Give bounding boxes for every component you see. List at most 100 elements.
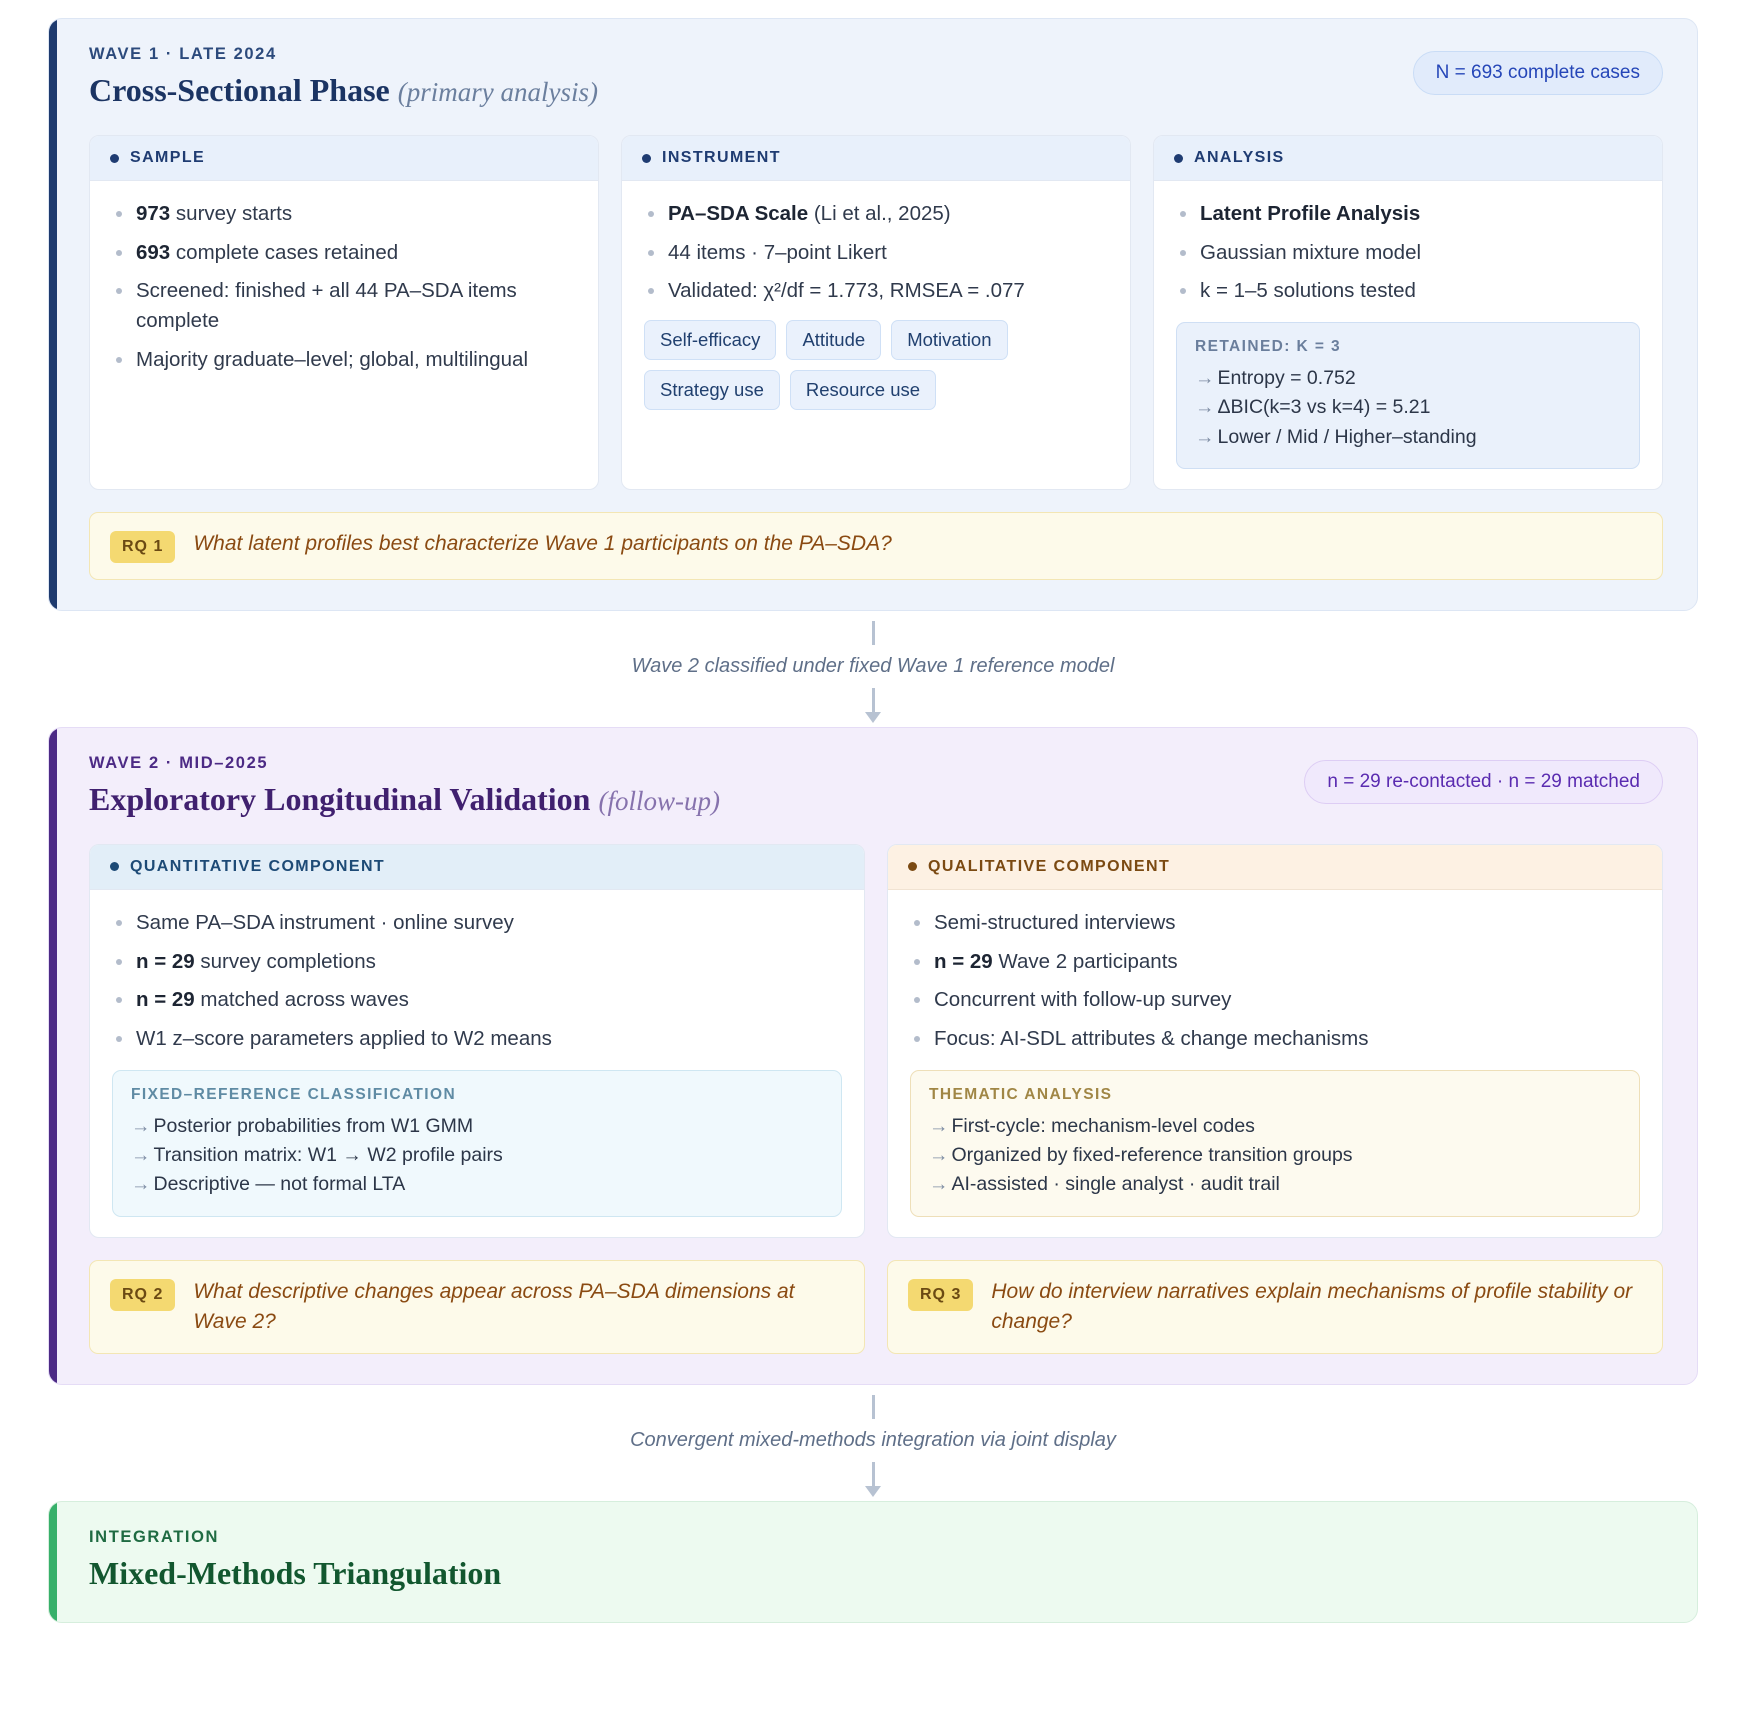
rq3-banner: RQ 3 How do interview narratives explain… <box>887 1259 1663 1355</box>
thematic-note-line: →Organized by fixed-reference transition… <box>929 1141 1621 1170</box>
list-item: W1 z–score parameters applied to W2 mean… <box>112 1024 842 1054</box>
card-instrument-body: PA–SDA Scale (Li et al., 2025) 44 items … <box>622 181 1130 489</box>
card-analysis-header: ANALYSIS <box>1154 136 1662 181</box>
connector-line <box>871 1395 875 1420</box>
list-item: Screened: finished + all 44 PA–SDA items… <box>112 276 576 335</box>
wave2-title: Exploratory Longitudinal Validation (fol… <box>89 781 720 818</box>
fixed-reference-note-title: FIXED–REFERENCE CLASSIFICATION <box>131 1085 457 1103</box>
integration-phase-block: INTEGRATION Mixed-Methods Triangulation <box>48 1501 1698 1624</box>
arrow-icon: → <box>929 1144 949 1167</box>
card-quantitative-header: QUANTITATIVE COMPONENT <box>90 844 864 890</box>
card-qualitative-title: QUALITATIVE COMPONENT <box>928 857 1171 875</box>
wave2-rq-row: RQ 2 What descriptive changes appear acr… <box>89 1259 1663 1355</box>
rq1-banner: RQ 1 What latent profiles best character… <box>89 511 1663 580</box>
bullet-dot-icon <box>908 862 917 872</box>
card-sample-list: 973 survey starts 693 complete cases ret… <box>112 199 576 375</box>
card-analysis-body: Latent Profile Analysis Gaussian mixture… <box>1154 181 1662 489</box>
study-design-flow: WAVE 1 · LATE 2024 Cross-Sectional Phase… <box>48 18 1698 1624</box>
integration-title: Mixed-Methods Triangulation <box>89 1555 502 1592</box>
card-qualitative-header: QUALITATIVE COMPONENT <box>888 844 1662 890</box>
wave1-cards: SAMPLE 973 survey starts 693 complete ca… <box>89 135 1663 490</box>
thematic-note-line: →AI-assisted · single analyst · audit tr… <box>929 1170 1621 1199</box>
list-item: n = 29 survey completions <box>112 947 842 977</box>
chip-resource-use: Resource use <box>789 370 937 411</box>
card-analysis-title: ANALYSIS <box>1194 149 1285 166</box>
list-item: Majority graduate–level; global, multili… <box>112 345 576 375</box>
rq1-text: What latent profiles best characterize W… <box>193 531 892 555</box>
arrow-down-icon <box>865 711 881 723</box>
wave1-accent-rail <box>49 19 57 610</box>
integration-eyebrow: INTEGRATION <box>89 1528 220 1547</box>
card-quantitative: QUANTITATIVE COMPONENT Same PA–SDA instr… <box>89 843 865 1238</box>
card-qualitative-list: Semi-structured interviews n = 29 Wave 2… <box>910 908 1640 1054</box>
list-item: Latent Profile Analysis <box>1176 199 1640 229</box>
rq3-tag: RQ 3 <box>908 1278 974 1311</box>
card-quantitative-list: Same PA–SDA instrument · online survey n… <box>112 908 842 1054</box>
wave1-title: Cross-Sectional Phase (primary analysis) <box>89 72 598 109</box>
retained-note-line: →Lower / Mid / Higher–standing <box>1195 423 1621 452</box>
list-item: Gaussian mixture model <box>1176 238 1640 268</box>
card-instrument: INSTRUMENT PA–SDA Scale (Li et al., 2025… <box>621 135 1131 490</box>
chip-attitude: Attitude <box>786 320 882 361</box>
arrow-icon: → <box>131 1144 151 1167</box>
card-qualitative: QUALITATIVE COMPONENT Semi-structured in… <box>887 843 1663 1238</box>
wave2-cards: QUANTITATIVE COMPONENT Same PA–SDA instr… <box>89 843 1663 1238</box>
bullet-dot-icon <box>642 153 651 163</box>
retained-solution-note: RETAINED: K = 3 →Entropy = 0.752 →ΔBIC(k… <box>1176 322 1640 469</box>
list-item: 973 survey starts <box>112 199 576 229</box>
wave2-sample-badge: n = 29 re-contacted · n = 29 matched <box>1304 759 1663 804</box>
card-instrument-title: INSTRUMENT <box>662 149 781 166</box>
instrument-dimension-chips: Self-efficacy Attitude Motivation Strate… <box>644 320 1108 411</box>
card-sample-body: 973 survey starts 693 complete cases ret… <box>90 181 598 489</box>
card-quantitative-title: QUANTITATIVE COMPONENT <box>130 857 386 875</box>
chip-strategy-use: Strategy use <box>644 370 780 411</box>
fixed-reference-note: FIXED–REFERENCE CLASSIFICATION →Posterio… <box>112 1069 842 1217</box>
rq2-text: What descriptive changes appear across P… <box>193 1279 795 1333</box>
chip-self-efficacy: Self-efficacy <box>644 320 777 361</box>
integration-accent-rail <box>49 1502 57 1623</box>
wave2-phase-block: WAVE 2 · MID–2025 Exploratory Longitudin… <box>48 726 1698 1386</box>
rq3-text: How do interview narratives explain mech… <box>991 1279 1633 1333</box>
connector-line <box>871 620 875 645</box>
fixed-reference-note-line: →Posterior probabilities from W1 GMM <box>131 1112 823 1141</box>
retained-note-line: →Entropy = 0.752 <box>1195 364 1621 393</box>
wave2-eyebrow: WAVE 2 · MID–2025 <box>89 753 269 772</box>
list-item: n = 29 Wave 2 participants <box>910 947 1640 977</box>
wave1-header: WAVE 1 · LATE 2024 Cross-Sectional Phase… <box>89 45 1663 109</box>
wave1-rq-row: RQ 1 What latent profiles best character… <box>89 511 1663 580</box>
connector-label: Convergent mixed-methods integration via… <box>630 1429 1116 1452</box>
arrow-icon: → <box>929 1173 949 1196</box>
arrow-icon: → <box>131 1114 151 1137</box>
thematic-note-title: THEMATIC ANALYSIS <box>929 1085 1113 1103</box>
connector-wave2-to-integration: Convergent mixed-methods integration via… <box>48 1385 1698 1501</box>
card-qualitative-body: Semi-structured interviews n = 29 Wave 2… <box>888 890 1662 1237</box>
arrow-icon: → <box>131 1173 151 1196</box>
rq2-tag: RQ 2 <box>110 1278 176 1311</box>
wave1-sample-badge: N = 693 complete cases <box>1412 51 1663 95</box>
list-item: n = 29 matched across waves <box>112 985 842 1015</box>
wave2-title-main: Exploratory Longitudinal Validation <box>89 780 591 817</box>
card-sample-title: SAMPLE <box>130 149 206 166</box>
list-item: 693 complete cases retained <box>112 238 576 268</box>
wave1-eyebrow: WAVE 1 · LATE 2024 <box>89 45 277 63</box>
wave1-title-subtitle: (primary analysis) <box>397 77 598 107</box>
rq2-banner: RQ 2 What descriptive changes appear acr… <box>89 1259 865 1355</box>
list-item: Validated: χ²/df = 1.773, RMSEA = .077 <box>644 276 1108 306</box>
card-sample-header: SAMPLE <box>90 136 598 181</box>
card-analysis-list: Latent Profile Analysis Gaussian mixture… <box>1176 199 1640 306</box>
retained-note-line: →ΔBIC(k=3 vs k=4) = 5.21 <box>1195 393 1621 422</box>
arrow-down-icon <box>865 1486 881 1498</box>
connector-wave1-to-wave2: Wave 2 classified under fixed Wave 1 ref… <box>48 611 1698 727</box>
chip-motivation: Motivation <box>891 320 1008 361</box>
arrow-icon: → <box>1195 367 1215 390</box>
card-sample: SAMPLE 973 survey starts 693 complete ca… <box>89 135 599 490</box>
fixed-reference-note-line: →Transition matrix: W1 → W2 profile pair… <box>131 1141 823 1170</box>
retained-note-title: RETAINED: K = 3 <box>1195 338 1342 356</box>
wave1-phase-block: WAVE 1 · LATE 2024 Cross-Sectional Phase… <box>48 18 1698 611</box>
connector-label: Wave 2 classified under fixed Wave 1 ref… <box>631 654 1115 677</box>
card-instrument-header: INSTRUMENT <box>622 136 1130 181</box>
list-item: Concurrent with follow-up survey <box>910 985 1640 1015</box>
list-item: Same PA–SDA instrument · online survey <box>112 908 842 938</box>
arrow-icon: → <box>1195 396 1215 419</box>
fixed-reference-note-line: →Descriptive — not formal LTA <box>131 1170 823 1199</box>
